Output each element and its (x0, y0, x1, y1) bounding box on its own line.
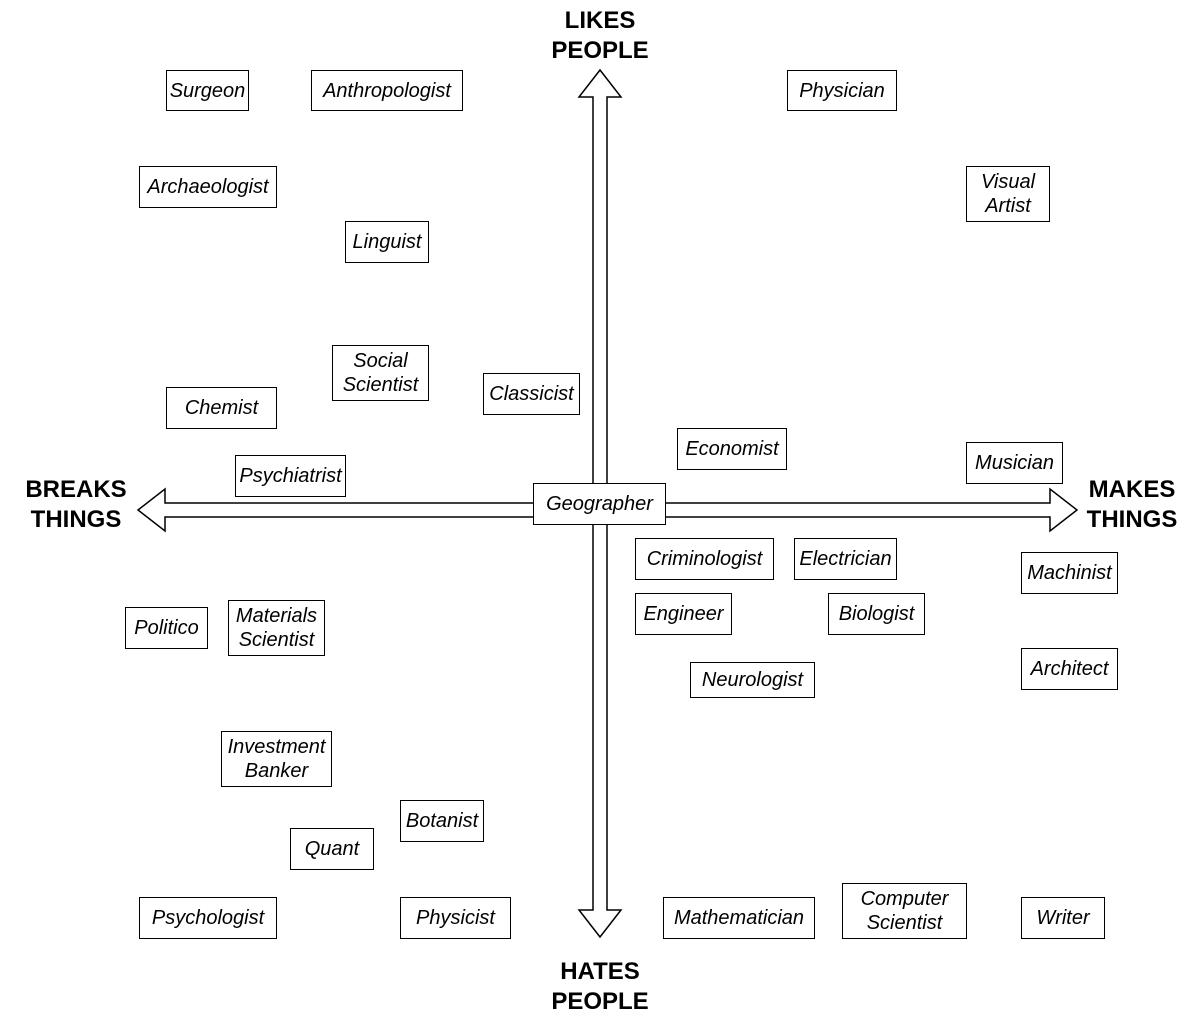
profession-box-anthropologist: Anthropologist (311, 70, 463, 111)
profession-box-engineer: Engineer (635, 593, 732, 635)
profession-box-electrician: Electrician (794, 538, 897, 580)
profession-box-social-scientist: Social Scientist (332, 345, 429, 401)
profession-box-machinist: Machinist (1021, 552, 1118, 594)
axis-label-likes-people: LIKES PEOPLE (551, 7, 649, 64)
axis-label-breaks-things: BREAKS THINGS (25, 476, 127, 533)
profession-box-politico: Politico (125, 607, 208, 649)
profession-box-quant: Quant (290, 828, 374, 870)
profession-box-archaeologist: Archaeologist (139, 166, 277, 208)
profession-box-psychiatrist: Psychiatrist (235, 455, 346, 497)
profession-box-writer: Writer (1021, 897, 1105, 939)
profession-box-criminologist: Criminologist (635, 538, 774, 580)
profession-box-visual-artist: Visual Artist (966, 166, 1050, 222)
profession-box-investment-banker: Investment Banker (221, 731, 332, 787)
profession-box-botanist: Botanist (400, 800, 484, 842)
profession-box-musician: Musician (966, 442, 1063, 484)
profession-box-physicist: Physicist (400, 897, 511, 939)
axis-label-makes-things: MAKES THINGS (1086, 476, 1178, 533)
profession-box-surgeon: Surgeon (166, 70, 249, 111)
profession-box-neurologist: Neurologist (690, 662, 815, 698)
profession-box-psychologist: Psychologist (139, 897, 277, 939)
axis-label-hates-people: HATES PEOPLE (551, 958, 649, 1015)
profession-box-economist: Economist (677, 428, 787, 470)
profession-box-physician: Physician (787, 70, 897, 111)
profession-box-mathematician: Mathematician (663, 897, 815, 939)
profession-box-chemist: Chemist (166, 387, 277, 429)
profession-box-materials-scientist: Materials Scientist (228, 600, 325, 656)
profession-box-classicist: Classicist (483, 373, 580, 415)
profession-box-biologist: Biologist (828, 593, 925, 635)
profession-box-linguist: Linguist (345, 221, 429, 263)
profession-box-computer-scientist: Computer Scientist (842, 883, 967, 939)
profession-box-geographer: Geographer (533, 483, 666, 525)
profession-box-architect: Architect (1021, 648, 1118, 690)
